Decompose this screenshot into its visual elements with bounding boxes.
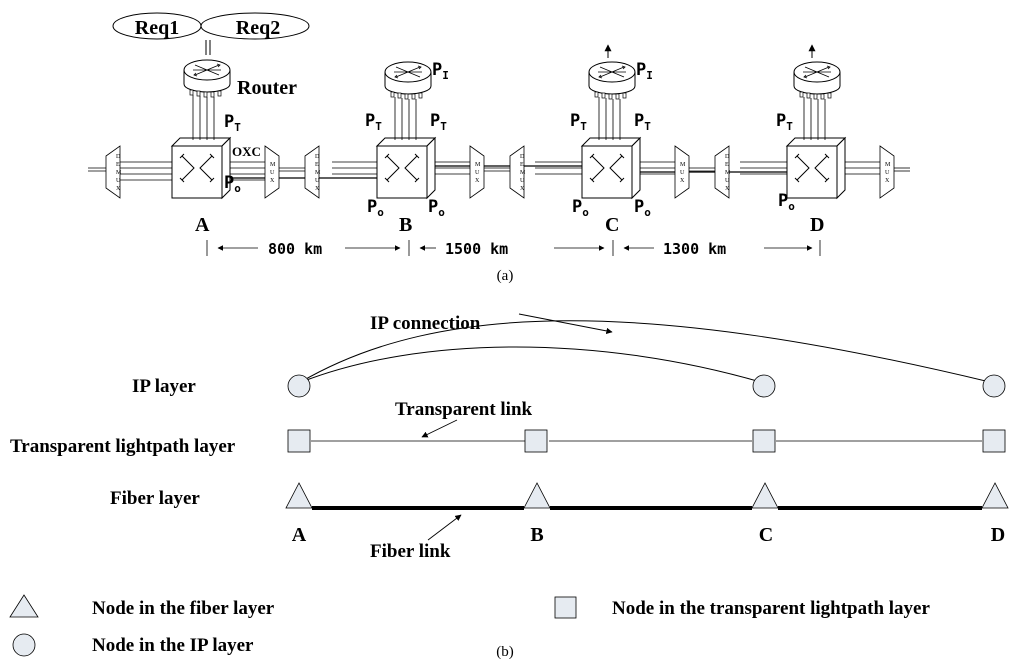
svg-text:Po: Po [367, 197, 384, 219]
ip-connection-label: IP connection [370, 313, 481, 334]
router-label: Router [237, 77, 297, 99]
svg-text:U: U [315, 178, 320, 184]
svg-text:X: X [885, 178, 890, 184]
svg-text:E: E [725, 162, 729, 168]
svg-text:X: X [725, 186, 730, 192]
node-c-label: C [605, 214, 619, 236]
legend-ip-node-label: Node in the IP layer [92, 635, 254, 656]
svg-text:U: U [475, 170, 480, 176]
svg-text:X: X [315, 186, 320, 192]
svg-text:PI: PI [432, 60, 449, 82]
svg-text:U: U [520, 178, 525, 184]
svg-text:PT: PT [776, 111, 793, 133]
svg-text:M: M [885, 162, 891, 168]
svg-text:E: E [315, 162, 319, 168]
transparent-node-c [752, 429, 776, 453]
svg-text:PT: PT [570, 111, 587, 133]
svg-text:U: U [116, 178, 121, 184]
fiber-node-c [751, 482, 779, 509]
fiber-node-a [285, 482, 313, 509]
svg-text:X: X [270, 178, 275, 184]
caption-a: (a) [497, 268, 514, 284]
node-d-equipment [714, 44, 895, 199]
ip-node-a [287, 374, 311, 398]
svg-text:M: M [520, 170, 526, 176]
fiber-layer-label: Fiber layer [110, 488, 200, 509]
caption-b: (b) [496, 644, 514, 659]
transparent-link-label: Transparent link [395, 399, 533, 420]
fiber-node-d-label: D [991, 524, 1005, 546]
svg-text:Po: Po [224, 173, 241, 195]
req2-ellipse [200, 12, 310, 40]
svg-text:PI: PI [636, 60, 653, 82]
svg-text:U: U [885, 170, 890, 176]
req1-label: Req1 [135, 17, 179, 39]
svg-text:D: D [725, 154, 730, 160]
transparent-node-b [524, 429, 548, 453]
oxc-label: OXC [232, 144, 261, 159]
fiber-node-a-label: A [292, 524, 307, 546]
svg-text:PT: PT [634, 111, 651, 133]
fiber-link-label: Fiber link [370, 541, 451, 562]
svg-text:M: M [725, 170, 731, 176]
distance-ab: 800 km [268, 240, 322, 258]
svg-text:Po: Po [778, 191, 795, 213]
ip-node-c [752, 374, 776, 398]
fiber-node-c-label: C [759, 524, 773, 546]
legend-transparent-node-label: Node in the transparent lightpath layer [612, 598, 930, 619]
node-a-equipment [105, 59, 280, 199]
legend-triangle-icon [9, 594, 39, 618]
fiber-node-b [523, 482, 551, 509]
ip-node-d [982, 374, 1006, 398]
svg-text:X: X [116, 186, 121, 192]
ip-layer-label: IP layer [132, 376, 196, 397]
node-c-equipment [509, 44, 690, 199]
ip-connection-arc-ad [298, 320, 995, 384]
svg-text:PT: PT [430, 111, 447, 133]
svg-text:M: M [116, 170, 122, 176]
transparent-layer-label: Transparent lightpath layer [10, 436, 236, 457]
mux-labels: M U X M U X M U X M U X [270, 162, 891, 184]
distance-cd: 1300 km [663, 240, 726, 258]
fiber-node-d [981, 482, 1009, 509]
svg-text:M: M [680, 162, 686, 168]
svg-text:U: U [725, 178, 730, 184]
transparent-node-a [287, 429, 311, 453]
port-labels: PT Po PI PT PT Po Po PI PT PT Po Po PT P… [224, 60, 795, 219]
svg-text:X: X [475, 178, 480, 184]
distance-markers [206, 240, 821, 256]
svg-text:U: U [680, 170, 685, 176]
ip-connection-arc-ac [298, 346, 765, 384]
svg-text:PT: PT [365, 111, 382, 133]
svg-text:Po: Po [634, 197, 651, 219]
svg-text:Po: Po [572, 197, 589, 219]
demux-labels: D E M U X D E M U X D E M U X D E M U X [116, 154, 731, 192]
node-d-label: D [810, 214, 824, 236]
transparent-node-d [982, 429, 1006, 453]
svg-text:PT: PT [224, 112, 241, 134]
svg-text:D: D [315, 154, 320, 160]
svg-text:X: X [680, 178, 685, 184]
distance-bc: 1500 km [445, 240, 508, 258]
node-a-label: A [195, 214, 210, 236]
req2-label: Req2 [236, 17, 280, 39]
fiber-node-b-label: B [530, 524, 543, 546]
svg-text:Po: Po [428, 197, 445, 219]
svg-text:M: M [315, 170, 321, 176]
node-b-equipment [304, 61, 485, 199]
legend-square-icon [554, 596, 577, 619]
svg-text:E: E [520, 162, 524, 168]
svg-text:D: D [520, 154, 525, 160]
svg-text:X: X [520, 186, 525, 192]
svg-text:U: U [270, 170, 275, 176]
svg-text:M: M [270, 162, 276, 168]
svg-text:D: D [116, 154, 121, 160]
node-b-label: B [399, 214, 412, 236]
legend-circle-icon [12, 633, 36, 657]
svg-text:M: M [475, 162, 481, 168]
legend-fiber-node-label: Node in the fiber layer [92, 598, 275, 619]
svg-text:E: E [116, 162, 120, 168]
